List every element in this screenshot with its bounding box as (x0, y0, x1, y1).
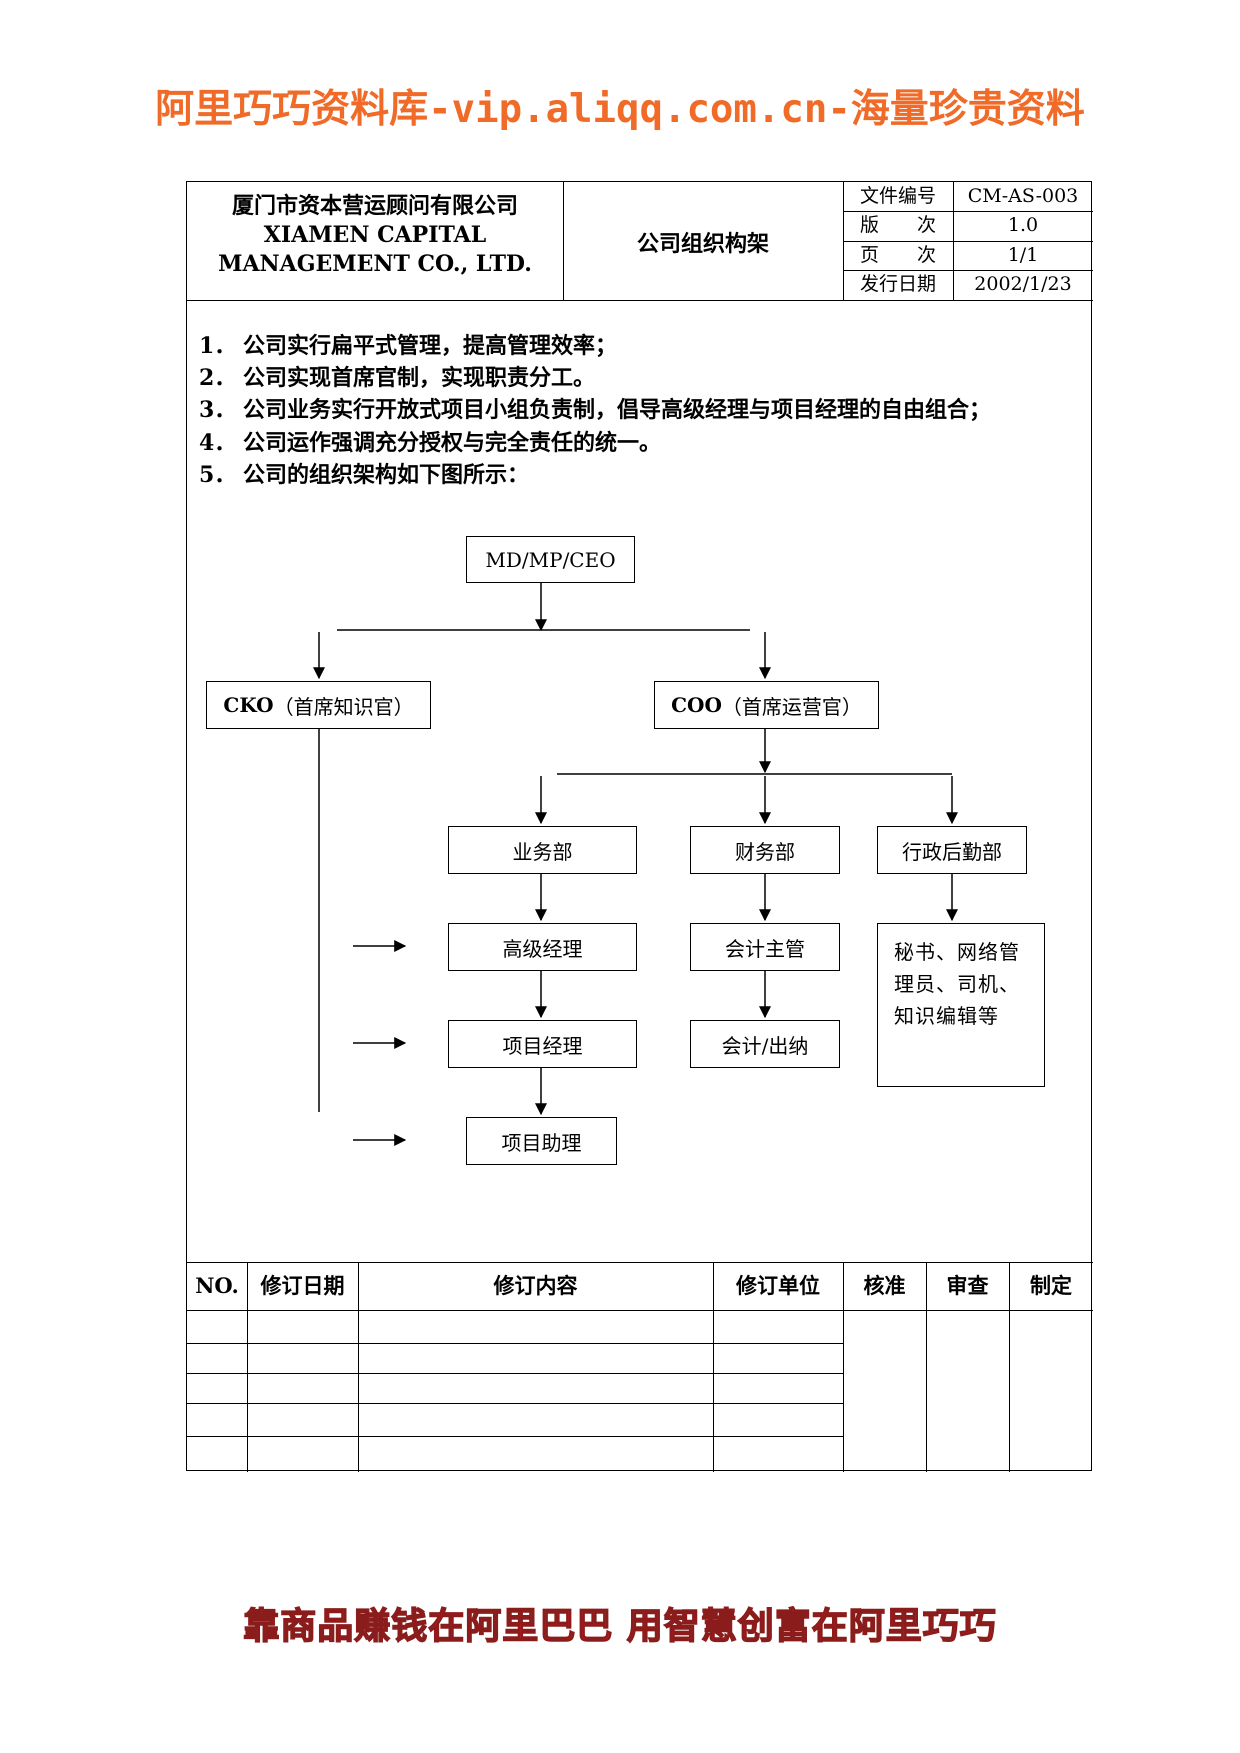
revision-header-review: 审查 (946, 1274, 989, 1298)
coo-name: （首席运营官） (721, 694, 862, 719)
meta-label-issue-date: 发行日期 (859, 273, 936, 295)
org-box-coo: COO（首席运营官） (654, 681, 879, 729)
point-number: 2． (199, 365, 237, 391)
point-text: 公司业务实行开放式项目小组负责制，倡导高级经理与项目经理的自由组合； (243, 397, 992, 423)
meta-label-version: 版 次 (859, 214, 936, 236)
revision-header-date: 修订日期 (260, 1274, 345, 1298)
meta-row-line-1 (843, 211, 1093, 212)
revision-col-line-4 (843, 1262, 844, 1472)
meta-row-line-3 (843, 270, 1093, 271)
company-name: 厦门市资本营运顾问有限公司 XIAMEN CAPITAL MANAGEMENT … (187, 192, 563, 279)
policy-point-5: 5．公司的组织架构如下图所示： (199, 459, 529, 491)
header-divider-1 (563, 182, 564, 300)
company-name-en-1: XIAMEN CAPITAL (263, 222, 487, 248)
revision-header-prepare: 制定 (1030, 1274, 1072, 1298)
org-box-project-manager: 项目经理 (448, 1020, 637, 1068)
point-number: 1． (199, 333, 237, 359)
org-box-accountant-cashier: 会计/出纳 (690, 1020, 840, 1068)
revision-header-unit: 修订单位 (736, 1274, 820, 1298)
org-box-business: 业务部 (448, 826, 637, 874)
org-box-project-assistant: 项目助理 (466, 1117, 617, 1165)
meta-label-page: 页 次 (859, 244, 936, 266)
point-number: 3． (199, 397, 237, 423)
revision-col-line-5 (926, 1262, 927, 1472)
bottom-banner: 靠商品赚钱在阿里巴巴 用智慧创富在阿里巧巧 (243, 1605, 997, 1647)
revision-row-line-3 (187, 1403, 843, 1404)
cko-name: （首席知识官） (273, 694, 414, 719)
org-box-cko: CKO（首席知识官） (206, 681, 431, 729)
policy-point-1: 1．公司实行扁平式管理，提高管理效率； (199, 330, 617, 362)
meta-value-version: 1.0 (1007, 214, 1039, 236)
point-text: 公司实现首席官制，实现职责分工。 (243, 365, 596, 391)
meta-value-issue-date: 2002/1/23 (974, 273, 1072, 295)
org-box-senior-manager: 高级经理 (448, 923, 637, 971)
point-text: 公司的组织架构如下图所示： (243, 462, 530, 488)
header-bottom-line (187, 300, 1093, 301)
revision-row-line-2 (187, 1373, 843, 1374)
revision-row-line-4 (187, 1436, 843, 1437)
revision-header-approve: 核准 (863, 1274, 906, 1298)
policy-point-4: 4．公司运作强调充分授权与完全责任的统一。 (199, 427, 661, 459)
revision-col-line-2 (358, 1262, 359, 1472)
point-text: 公司运作强调充分授权与完全责任的统一。 (243, 430, 662, 456)
point-text: 公司实行扁平式管理，提高管理效率； (243, 333, 618, 359)
revision-header-content: 修订内容 (493, 1274, 578, 1298)
point-number: 4． (199, 430, 237, 456)
org-box-accounting-supervisor: 会计主管 (690, 923, 840, 971)
meta-value-page: 1/1 (1007, 244, 1039, 266)
org-box-finance: 财务部 (690, 826, 840, 874)
org-box-admin-staff: 秘书、网络管理员、司机、知识编辑等 (877, 923, 1045, 1087)
revision-header-line (187, 1310, 1093, 1311)
meta-value-doc-number: CM-AS-003 (967, 185, 1079, 207)
org-box-admin: 行政后勤部 (877, 826, 1027, 874)
meta-row-line-2 (843, 241, 1093, 242)
org-box-ceo: MD/MP/CEO (466, 536, 635, 583)
top-banner: 阿里巧巧资料库-vip.aliqq.com.cn-海量珍贵资料 (155, 87, 1085, 132)
cko-abbr: CKO (223, 693, 274, 717)
meta-label-doc-number: 文件编号 (859, 185, 936, 207)
org-chart-connectors (313, 583, 958, 1146)
policy-point-3: 3．公司业务实行开放式项目小组负责制，倡导高级经理与项目经理的自由组合； (199, 394, 991, 426)
company-name-en-2: MANAGEMENT CO., LTD. (218, 251, 532, 277)
coo-abbr: COO (671, 693, 722, 717)
revision-table-top (187, 1262, 1093, 1263)
document-frame: 厦门市资本营运顾问有限公司 XIAMEN CAPITAL MANAGEMENT … (186, 181, 1093, 1472)
point-number: 5． (199, 462, 237, 488)
revision-row-line-1 (187, 1343, 843, 1344)
revision-col-line-6 (1009, 1262, 1010, 1472)
revision-col-line-3 (713, 1262, 714, 1472)
document-title: 公司组织构架 (636, 231, 769, 257)
policy-point-2: 2．公司实现首席官制，实现职责分工。 (199, 362, 595, 394)
company-name-cn: 厦门市资本营运顾问有限公司 (231, 193, 518, 219)
revision-header-no: NO. (195, 1273, 239, 1298)
revision-col-line-1 (247, 1262, 248, 1472)
